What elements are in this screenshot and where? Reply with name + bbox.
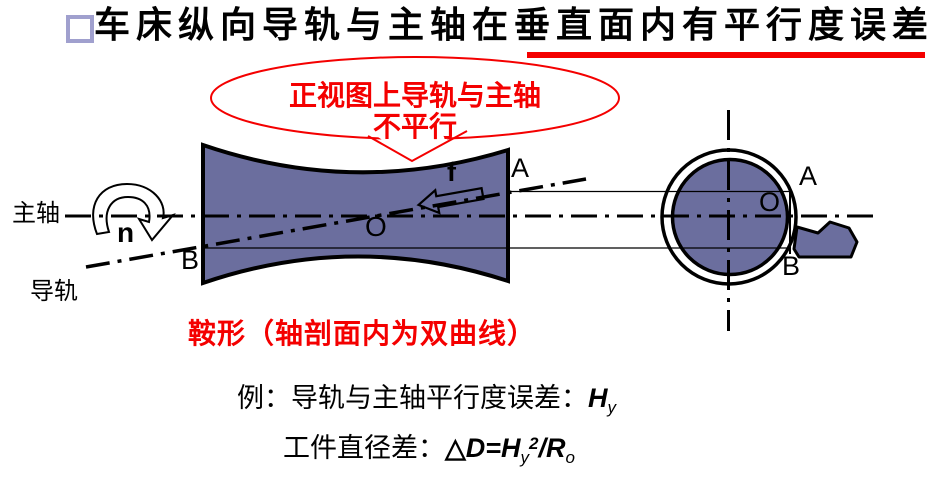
end-point-o-label: O — [759, 187, 781, 217]
title-bullet-square — [66, 15, 94, 43]
formula1-prefix: 例：导轨与主轴平行度误差： — [237, 383, 588, 413]
callout-text-line1: 正视图上导轨与主轴 — [288, 80, 541, 111]
formula2-delta: △ — [445, 433, 466, 463]
saddle-workpiece-shape — [201, 142, 510, 286]
formula2-d-eq-h: D=H — [465, 433, 521, 463]
formula1-var-h: H — [588, 383, 608, 413]
speed-n-label: n — [117, 217, 135, 248]
front-point-b-label: B — [181, 245, 200, 275]
formula2-sup-2: 2 — [529, 434, 539, 453]
feed-arrow-icon — [416, 186, 485, 215]
end-point-a-label: A — [799, 161, 818, 191]
guide-rail-axis-line — [85, 177, 587, 269]
callout-pointer-outline — [367, 130, 468, 163]
formula-diameter-difference: 工件直径差：△D=Hy2/Ro — [283, 433, 575, 467]
formula1-sub-y: y — [607, 398, 617, 417]
formula2-sub-o: o — [565, 448, 575, 467]
formula-parallelism-error: 例：导轨与主轴平行度误差：Hy — [237, 383, 617, 417]
feed-f-label: f — [447, 157, 456, 187]
rail-label: 导轨 — [30, 278, 78, 305]
callout-text: 正视图上导轨与主轴 不平行 — [265, 80, 565, 142]
callout-pointer-fill — [369, 128, 466, 160]
formula2-slash-r: /R — [538, 433, 566, 463]
callout-text-line2: 不平行 — [372, 111, 457, 142]
callout-bubble — [210, 56, 620, 163]
formula2-sub-y: y — [520, 448, 530, 467]
end-point-b-label: B — [782, 251, 801, 281]
saddle-caption: 鞍形（轴剖面内为双曲线） — [188, 318, 537, 349]
page-title: 车床纵向导轨与主轴在垂直面内有平行度误差 — [94, 4, 935, 45]
spindle-label: 主轴 — [12, 200, 60, 227]
front-point-o-label: O — [365, 211, 387, 242]
formula2-prefix: 工件直径差： — [283, 433, 445, 463]
front-point-a-label: A — [511, 153, 530, 183]
cutting-tool-shape — [792, 220, 859, 259]
title-red-underline — [527, 52, 925, 58]
